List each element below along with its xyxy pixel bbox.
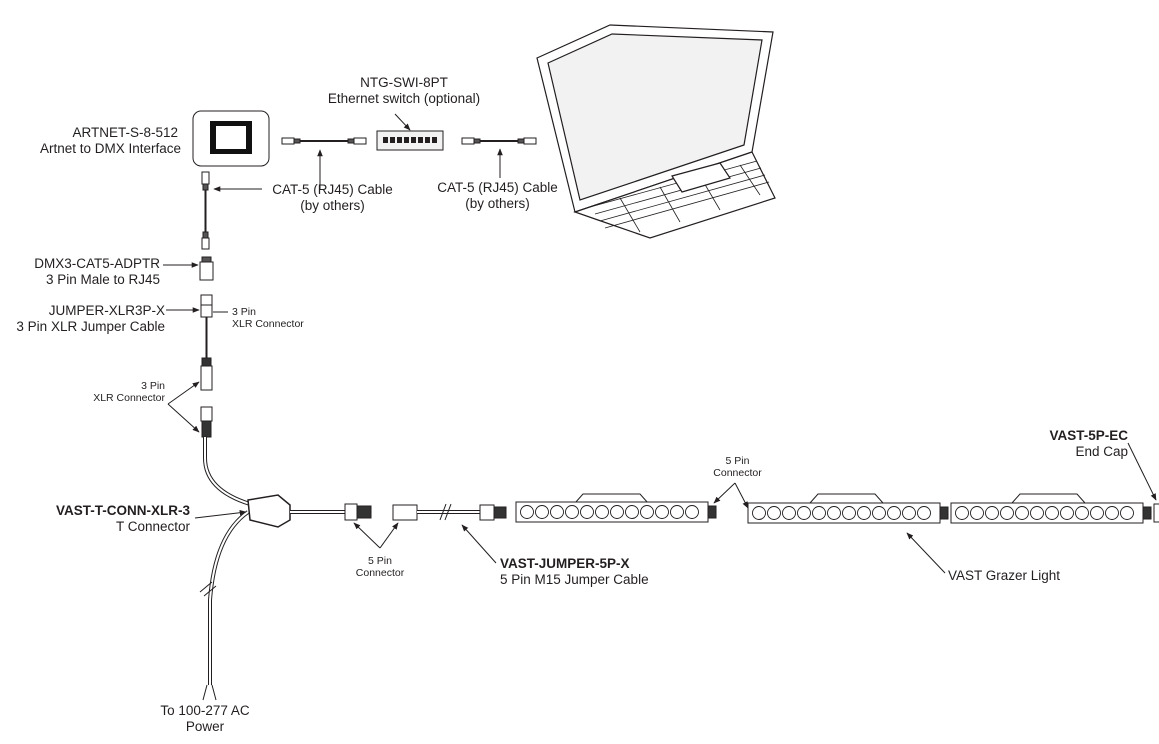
- cat5-cable-a-label: CAT-5 (RJ45) Cable (by others): [265, 182, 400, 214]
- rj45-cable-b: [461, 137, 537, 145]
- dmx-adapter-desc-text: 3 Pin Male to RJ45: [45, 272, 160, 287]
- grazer-light-label: VAST Grazer Light: [948, 568, 1060, 584]
- xlr-conn-b-line1: 3 Pin: [141, 380, 165, 392]
- ethernet-switch-icon: [376, 130, 444, 151]
- 5pin-connector-b-label: 5 Pin Connector: [700, 455, 775, 479]
- dmx-adapter-icon: [199, 256, 214, 281]
- rj45-cable-vertical: [201, 171, 210, 250]
- pin5-conn-b-line1: 5 Pin: [725, 455, 750, 467]
- grazer-light-icon: [747, 493, 949, 524]
- artnet-interface-icon: [192, 110, 270, 167]
- end-cap-icon: [1153, 503, 1159, 523]
- power-label: To 100-277 AC Power: [130, 703, 280, 735]
- 5pin-jumper-cable: [392, 503, 507, 521]
- endcap-desc-text: End Cap: [1075, 444, 1128, 459]
- cat5-b-line2: (by others): [465, 196, 530, 211]
- xlr-connector-t: [200, 406, 213, 438]
- xlr-jumper-desc-text: 3 Pin XLR Jumper Cable: [16, 319, 165, 334]
- endcap-model-text: VAST-5P-EC: [1049, 428, 1128, 443]
- xlr-conn-b-line2: XLR Connector: [93, 392, 165, 404]
- t-connector-icon: [199, 437, 345, 701]
- end-cap-label: VAST-5P-EC End Cap: [1000, 428, 1128, 460]
- pin5-conn-a-line1: 5 Pin: [368, 555, 392, 567]
- 5pin-connector-t-out: [344, 503, 372, 521]
- xlr-conn-a-line2: XLR Connector: [232, 318, 304, 330]
- jumper5p-desc-text: 5 Pin M15 Jumper Cable: [500, 572, 649, 587]
- grazer-light-icon: [950, 493, 1152, 524]
- laptop-icon: [536, 24, 776, 239]
- jumper5p-model-text: VAST-JUMPER-5P-X: [500, 556, 630, 571]
- grazer-light-icon: [515, 493, 717, 523]
- pin5-conn-b-line2: Connector: [713, 467, 762, 479]
- xlr-jumper-model-text: JUMPER-XLR3P-X: [48, 303, 165, 318]
- switch-desc-text: Ethernet switch (optional): [327, 91, 481, 106]
- tconn-desc-text: T Connector: [115, 519, 190, 534]
- switch-label: NTG-SWI-8PT Ethernet switch (optional): [324, 75, 484, 107]
- 5pin-connector-a-label: 5 Pin Connector: [345, 555, 415, 579]
- cat5-a-line2: (by others): [300, 198, 365, 213]
- xlr-connector-b-label: 3 Pin XLR Connector: [80, 380, 165, 404]
- tconn-model-text: VAST-T-CONN-XLR-3: [56, 503, 190, 518]
- xlr-jumper-label: JUMPER-XLR3P-X 3 Pin XLR Jumper Cable: [10, 303, 165, 335]
- grazer-label-text: VAST Grazer Light: [948, 568, 1061, 583]
- xlr-jumper-cable: [200, 294, 213, 391]
- dmx-adapter-label: DMX3-CAT5-ADPTR 3 Pin Male to RJ45: [20, 256, 160, 288]
- rj45-cable-a: [281, 137, 367, 145]
- xlr-conn-a-line1: 3 Pin: [232, 306, 256, 318]
- artnet-model-text: ARTNET-S-8-512: [72, 125, 178, 140]
- pin5-conn-a-line2: Connector: [355, 567, 405, 579]
- power-line1: To 100-277 AC: [160, 703, 250, 718]
- switch-model-text: NTG-SWI-8PT: [360, 75, 448, 90]
- 5pin-jumper-label: VAST-JUMPER-5P-X 5 Pin M15 Jumper Cable: [500, 556, 649, 588]
- power-line2: Power: [185, 719, 225, 734]
- leader-lines: [163, 113, 1157, 574]
- cat5-a-line1: CAT-5 (RJ45) Cable: [272, 182, 393, 197]
- cat5-b-line1: CAT-5 (RJ45) Cable: [437, 180, 558, 195]
- xlr-connector-a-label: 3 Pin XLR Connector: [232, 306, 304, 330]
- artnet-label: ARTNET-S-8-512 Artnet to DMX Interface: [40, 125, 182, 157]
- artnet-desc-text: Artnet to DMX Interface: [40, 141, 182, 156]
- dmx-adapter-model-text: DMX3-CAT5-ADPTR: [34, 256, 160, 271]
- t-connector-label: VAST-T-CONN-XLR-3 T Connector: [10, 503, 190, 535]
- cat5-cable-b-label: CAT-5 (RJ45) Cable (by others): [430, 180, 565, 212]
